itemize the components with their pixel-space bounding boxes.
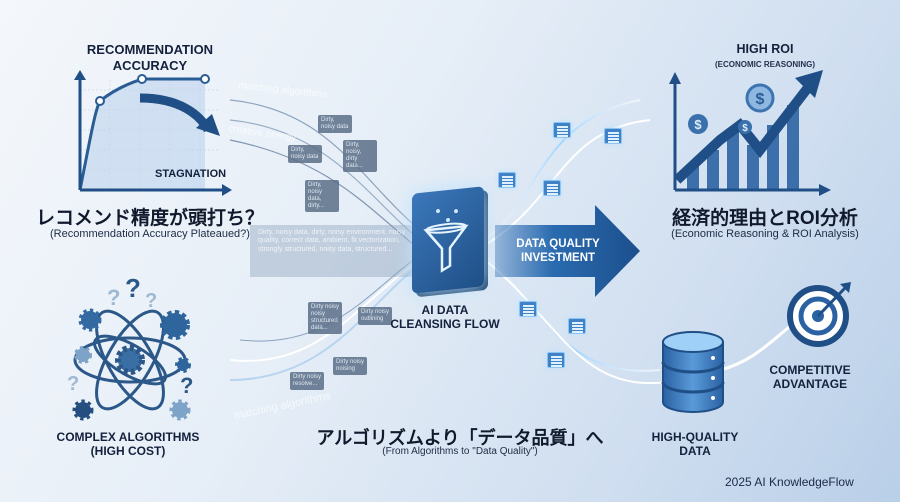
dirty-data-note: Dirty, noisy, dirty data... (343, 140, 377, 172)
label-line: (HIGH COST) (90, 444, 166, 459)
label-line: DATA QUALITY (516, 238, 600, 250)
label-line: COMPETITIVE (769, 363, 851, 377)
question-mark-icon: ? ? ? ? ? (67, 275, 193, 398)
data-point (95, 96, 105, 106)
roi-heading-en: (Economic Reasoning & ROI Analysis) (671, 228, 859, 240)
document-icon (547, 352, 565, 368)
document-icon (553, 122, 571, 138)
high-roi-subtitle: (ECONOMIC REASONING) (715, 60, 815, 69)
dirty-data-note: Dirty noisy noising (333, 357, 367, 375)
svg-text:$: $ (694, 117, 702, 132)
gear-icon (72, 399, 94, 421)
svg-text:?: ? (125, 275, 141, 303)
label-line: HIGH-QUALITY (651, 430, 739, 444)
gear-icon (78, 308, 102, 332)
target-icon (787, 282, 851, 347)
label-line: INVESTMENT (520, 251, 596, 264)
gear-icon (115, 345, 145, 375)
dirty-data-block: Dirty, noisy data, dirty, noisy environm… (250, 225, 415, 277)
database-icon (661, 331, 725, 413)
main-heading-en: (From Algorithms to "Data Quality") (382, 446, 538, 457)
roi-growth-chart: $ $ $ (669, 70, 831, 196)
data-point (200, 74, 210, 84)
document-icon (568, 318, 586, 334)
label-line: COMPLEX ALGORITHMS (56, 430, 200, 444)
data-point (137, 74, 147, 84)
label-line: AI DATA (421, 303, 469, 317)
funnel-icon (423, 209, 469, 273)
complex-algorithms-icon: ? ? ? ? ? (67, 275, 193, 421)
recommendation-accuracy-title: RECOMMENDATION ACCURACY (86, 42, 214, 73)
gear-icon (175, 357, 191, 373)
svg-text:$: $ (756, 91, 765, 108)
label-line: CLEANSING FLOW (390, 317, 500, 332)
dirty-data-note: Dirty noisy noisy structured data... (308, 302, 342, 334)
svg-text:?: ? (145, 290, 157, 312)
dirty-data-note: Dirty, noisy data, dirty... (305, 180, 339, 212)
document-icon (604, 128, 622, 144)
document-icon (498, 172, 516, 188)
dollar-coin-icon: $ (688, 114, 708, 134)
downward-arrow-icon (196, 114, 220, 136)
dirty-data-note: Dirty noisy resolve... (290, 372, 324, 390)
investment-arrow (495, 205, 640, 297)
ai-cleansing-tile (412, 186, 484, 294)
roi-heading-jp: 経済的理由とROI分析 (672, 208, 858, 229)
svg-text:?: ? (67, 373, 79, 395)
footer-credit: 2025 AI KnowledgeFlow (725, 475, 854, 489)
accuracy-heading-en: (Recommendation Accuracy Plateaued?) (50, 228, 250, 240)
upward-arrow-icon (795, 70, 823, 98)
dollar-coin-icon: $ (738, 120, 752, 134)
stagnation-label: STAGNATION (155, 168, 227, 180)
main-heading-jp: アルゴリズムより「データ品質」へ (316, 428, 604, 448)
dirty-data-note: Dirty, noisy data (318, 115, 352, 133)
svg-text:$: $ (742, 123, 748, 134)
label-line: ADVANTAGE (772, 377, 848, 392)
document-icon (543, 180, 561, 196)
high-roi-title: HIGH ROI (736, 42, 794, 56)
accuracy-heading-jp: レコメンド精度が頭打ち？ (35, 208, 264, 229)
dirty-data-note: Dirty noisy outlining (358, 307, 392, 325)
gear-icon (74, 346, 92, 364)
gear-icon (169, 399, 191, 421)
label-line: DATA (679, 444, 711, 459)
complex-algorithms-label: COMPLEX ALGORITHMS(HIGH COST) (28, 430, 228, 459)
document-icon (519, 301, 537, 317)
svg-text:?: ? (107, 285, 120, 310)
gear-icon (160, 310, 190, 340)
accuracy-plateau-chart (74, 70, 232, 196)
dirty-data-note: Dirty, noisy data (288, 145, 322, 163)
svg-text:?: ? (180, 373, 193, 398)
dollar-coin-icon: $ (745, 83, 775, 113)
